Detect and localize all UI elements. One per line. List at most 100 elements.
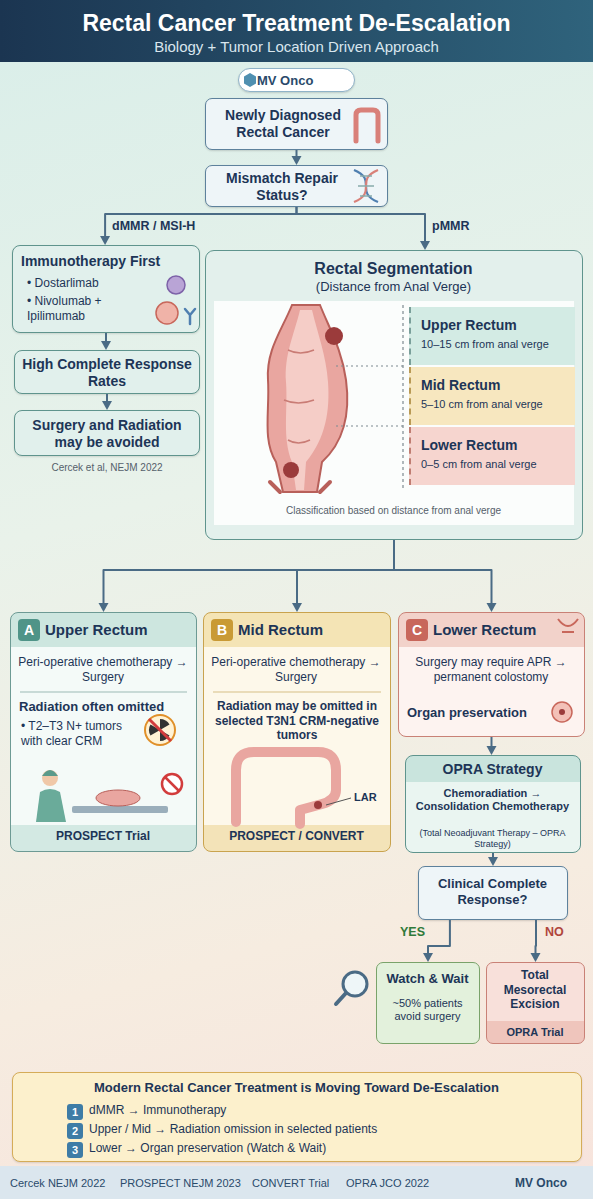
node-text: PROSPECT / CONVERT — [204, 829, 389, 844]
node-text: B — [211, 619, 233, 641]
tumor — [325, 327, 343, 345]
node-text: Modern Rectal Cancer Treatment is Moving… — [13, 1080, 580, 1096]
connector-line — [106, 394, 108, 403]
surgeon-gown — [36, 789, 66, 822]
connector-line — [492, 853, 494, 859]
footer-band — [0, 1166, 593, 1199]
node-text: Radiation may be omitted in selected T3N… — [210, 699, 384, 743]
arrow-head — [102, 401, 112, 410]
node-text: Lower Rectum — [421, 437, 571, 454]
start-box: Newly Diagnosed Rectal Cancer — [205, 98, 388, 150]
connector-line — [428, 920, 450, 955]
node-text: Newly Diagnosed Rectal Cancer — [214, 107, 352, 141]
note-label: PROSPECT NEJM 2023 — [120, 1177, 245, 1190]
dna-rungs — [358, 176, 374, 196]
arrow-head — [487, 746, 497, 755]
arrow-head — [99, 603, 109, 612]
flow-connector — [488, 853, 498, 866]
node-text: ~50% patients avoid surgery — [380, 997, 475, 1024]
result-box: Surgery and Radiation may be avoided — [14, 410, 200, 456]
node-text: • Dostarlimab — [27, 276, 147, 291]
pathway-panel: CLower RectumSurgery may require APR → p… — [398, 612, 585, 737]
note-label: Cercek et al, NEJM 2022 — [14, 462, 200, 474]
node-text: Peri-operative chemotherapy → Surgery — [17, 655, 189, 684]
leader-line — [326, 798, 351, 805]
radiation-blade — [160, 719, 170, 730]
arrow-head — [292, 156, 302, 165]
organ-icon — [552, 702, 572, 722]
node-text: 3 — [67, 1142, 83, 1158]
node-text: Radiation often omitted — [19, 699, 189, 715]
segment-guide — [402, 305, 403, 488]
magnifier-icon — [343, 972, 367, 996]
edge-label: pMMR — [432, 219, 470, 234]
dna-strand — [354, 170, 378, 202]
rectum-folds — [284, 350, 314, 443]
surgeon-cap — [42, 770, 58, 776]
node-text: • Nivolumab + Ipilimumab — [27, 294, 147, 323]
node-text: 10–15 cm from anal verge — [421, 338, 571, 351]
node-text: Clinical Complete Response? — [424, 876, 561, 908]
node-text: MV Onco — [257, 73, 349, 89]
note-label: CONVERT Trial — [252, 1177, 340, 1190]
pelvis-icon — [558, 619, 578, 632]
radiation-blade — [155, 730, 169, 744]
arrow-head — [420, 241, 430, 250]
magnifier-handle — [336, 993, 346, 1004]
edge-label: dMMR / MSI-H — [112, 219, 195, 234]
decision-box: Mismatch Repair Status? — [205, 165, 388, 207]
connector-line — [491, 737, 493, 748]
number-badge: 3 — [67, 1142, 83, 1158]
node-text: A — [18, 619, 40, 641]
connector-line — [297, 207, 426, 243]
zone-box: Mid Rectum 5–10 cm from anal verge — [409, 367, 575, 425]
flow-connector — [292, 540, 394, 612]
node-text: 2 — [67, 1123, 83, 1139]
radiation-icon — [145, 715, 175, 745]
node-text: 5–10 cm from anal verge — [421, 398, 571, 411]
result-box: High Complete Response Rates — [14, 350, 200, 394]
tumor — [283, 462, 299, 478]
note-label: Cercek NEJM 2022 — [10, 1177, 114, 1190]
header-band — [0, 0, 593, 62]
node-text: Surgery and Radiation may be avoided — [21, 417, 193, 451]
no-radiation-sign — [162, 774, 182, 794]
edge-label: NO — [545, 925, 564, 940]
flow-connector — [101, 333, 111, 350]
colon-icon — [356, 110, 378, 141]
number-badge: 1 — [67, 1104, 83, 1120]
divider-line — [20, 692, 187, 693]
pathway-panel: A Upper RectumPeri-operative chemotherapy… — [10, 612, 197, 852]
note-label: OPRA JCO 2022 — [346, 1177, 441, 1190]
connector-line — [105, 333, 107, 343]
title-text: Rectal Cancer Treatment De-Escalation — [0, 9, 593, 37]
cell-icon — [156, 302, 178, 324]
segment-guide — [336, 425, 403, 426]
node-text: High Complete Response Rates — [21, 356, 193, 390]
note-label: Biology + Tumor Location Driven Approach — [0, 38, 593, 56]
connector-line — [296, 150, 298, 158]
arrow-head — [101, 341, 111, 350]
antibody-icon — [185, 309, 195, 324]
node-text: Classification based on distance from an… — [206, 505, 581, 517]
node-text: Upper Rectum — [45, 621, 191, 639]
node-text: Mid Rectum — [421, 377, 571, 394]
connector-line — [105, 207, 296, 238]
segment-guide — [336, 365, 403, 366]
node-text: 0–5 cm from anal verge — [421, 458, 571, 471]
pathway-panel: BMid RectumPeri-operative chemotherapy →… — [203, 612, 391, 852]
connector-line — [535, 920, 538, 955]
note-label: MV Onco — [515, 1176, 585, 1191]
virus-icon — [167, 276, 185, 294]
operating-table — [72, 806, 168, 813]
arrow-head — [100, 236, 110, 245]
number-badge: 2 — [67, 1123, 83, 1139]
connector-line — [104, 540, 395, 605]
node-text: OPRA Strategy — [406, 761, 579, 778]
flow-connector — [531, 920, 541, 962]
no-radiation-slash — [165, 777, 179, 791]
node-text: LAR — [354, 791, 386, 804]
node-text: dMMR → Immunotherapy — [89, 1103, 559, 1118]
zone-box: Upper Rectum10–15 cm from anal verge — [409, 307, 575, 365]
